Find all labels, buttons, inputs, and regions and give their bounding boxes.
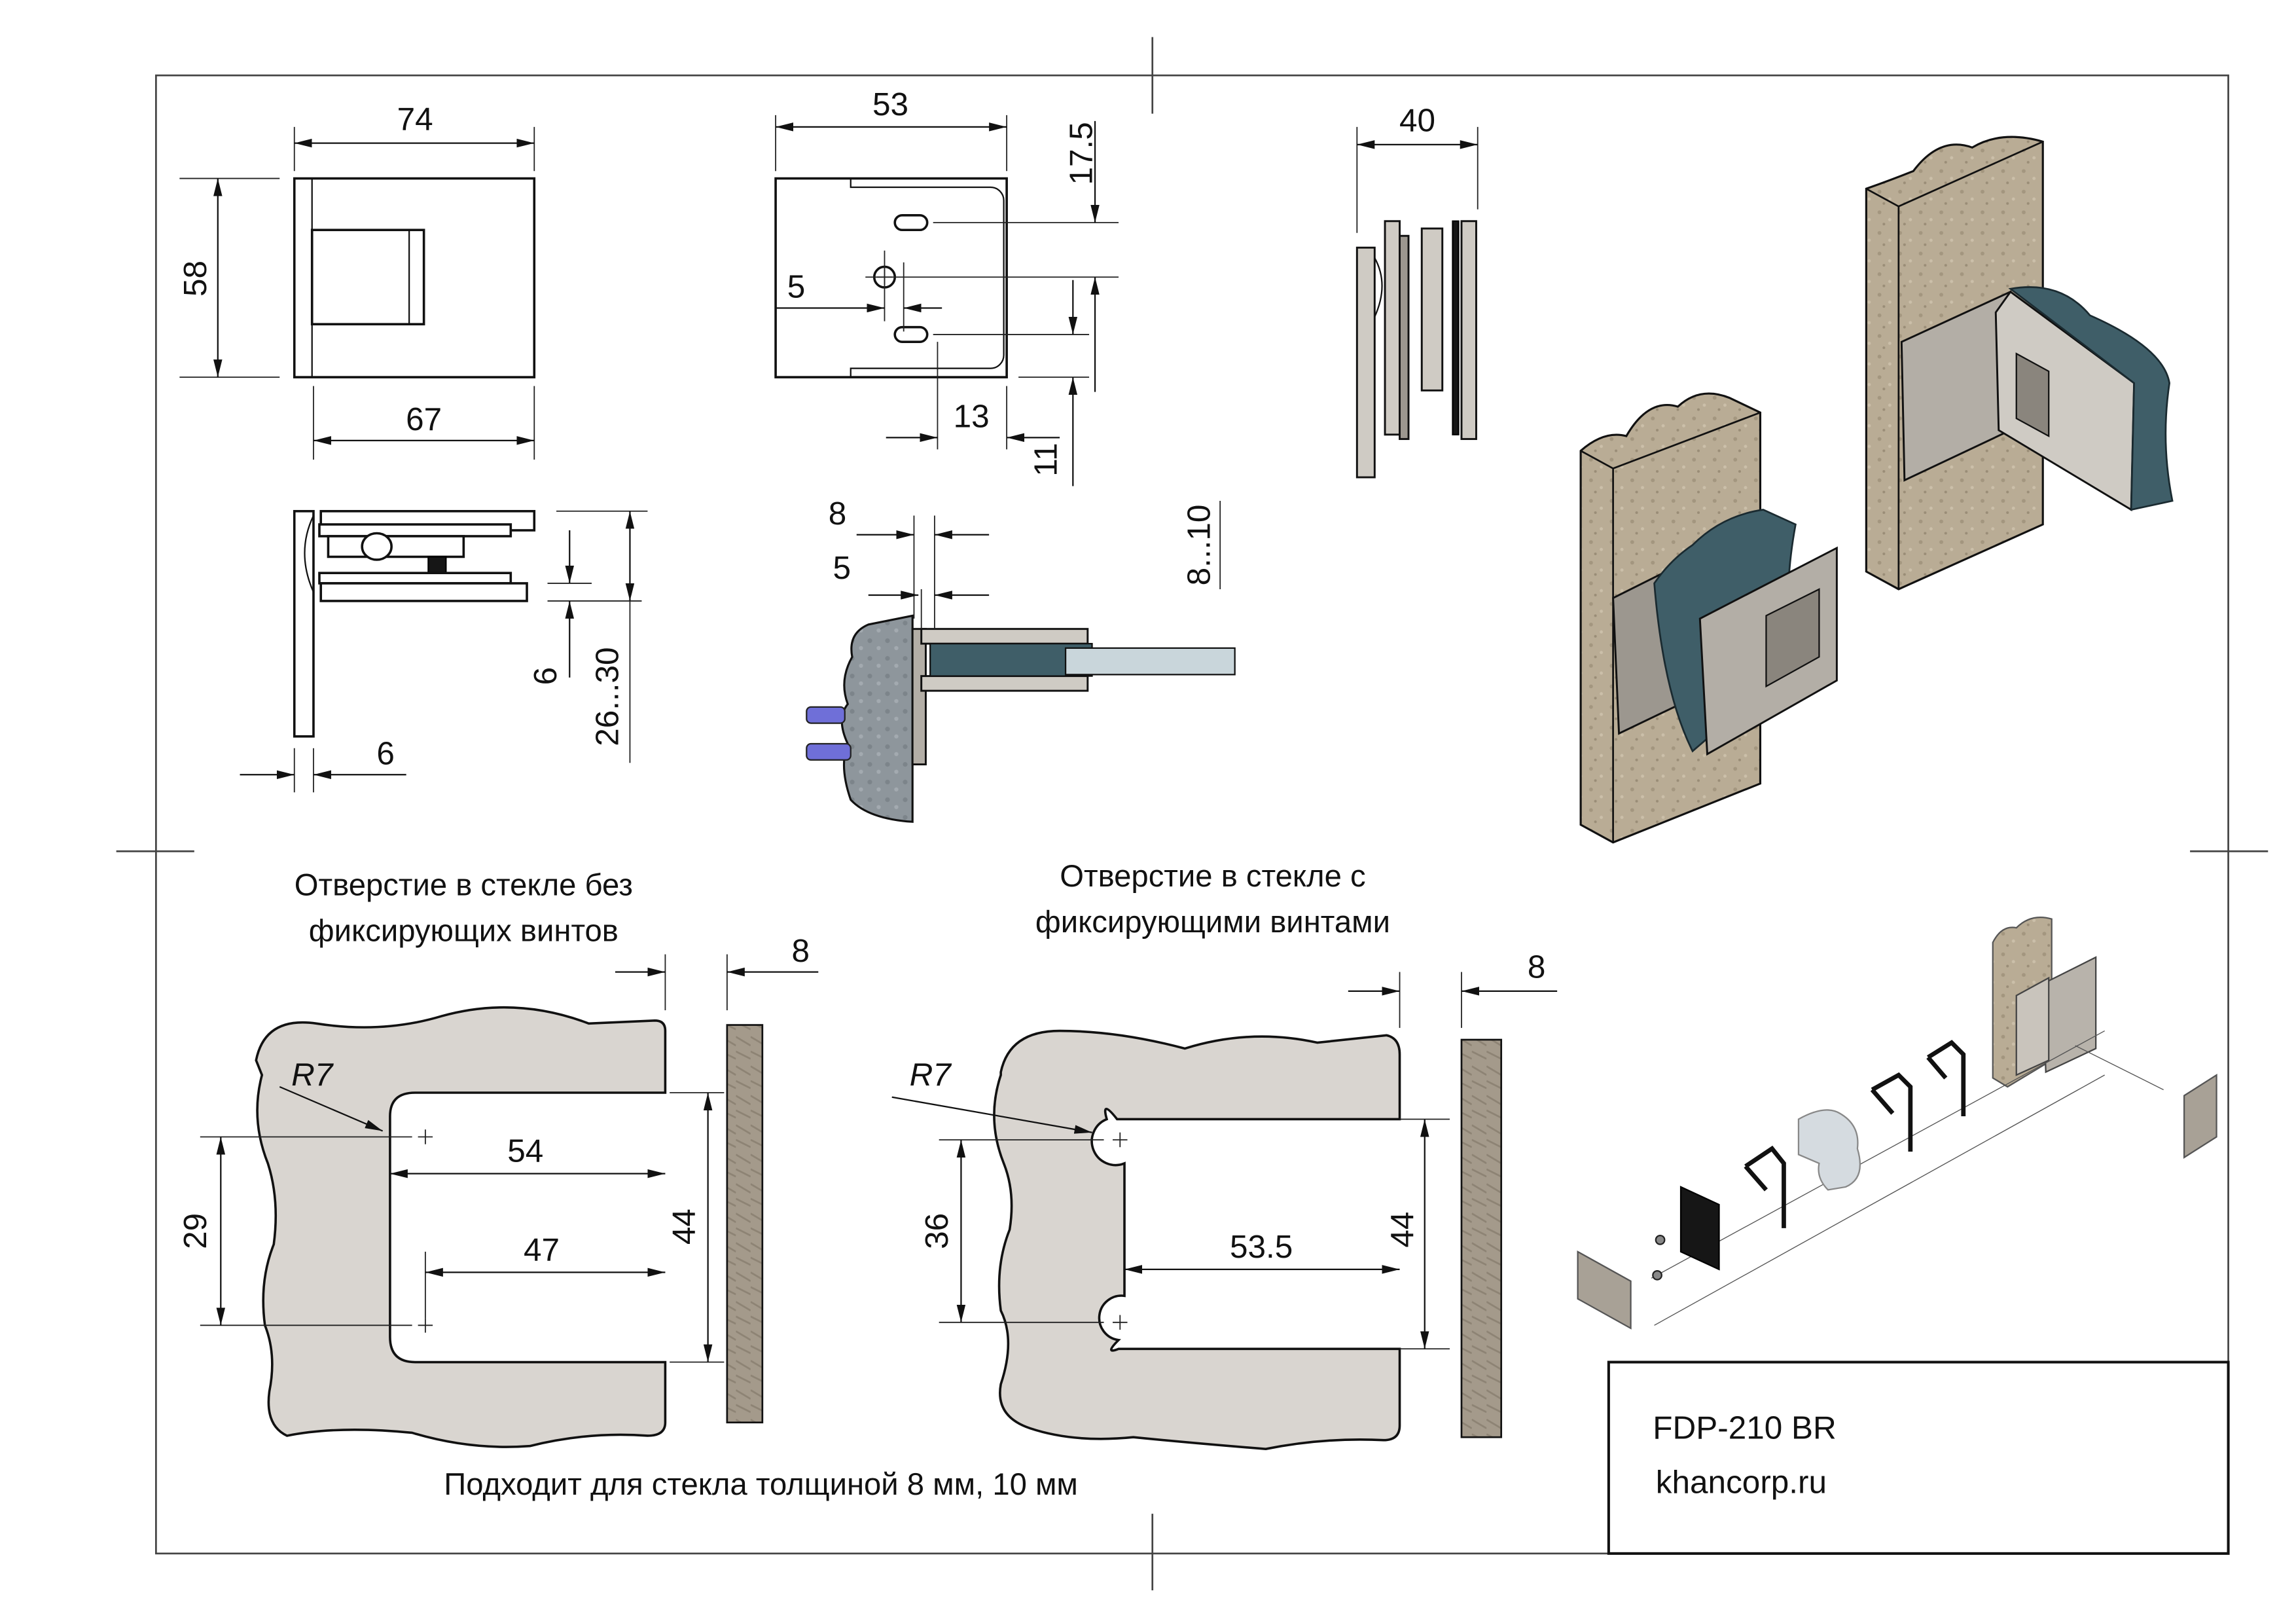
dim-cutout-b-hole-spacing: 36 [919,1213,955,1249]
dim-cutout-a-glass: 8 [792,933,810,969]
render-hinge-closed [1579,392,1838,844]
caption-cutout-a-line1: Отверстие в стекле без [295,868,633,903]
caption-cutout-b-line1: Отверстие в стекле с [1060,859,1365,894]
dim-side-gap: 6 [528,667,564,685]
dim-cutout-a-hole-spacing: 29 [177,1213,213,1249]
dim-section-glass: 8...10 [1181,505,1217,586]
back-view: 53 17.5 5 13 11 [774,86,1119,486]
dim-back-center-offset: 5 [787,269,806,305]
wall-section [840,614,914,823]
dim-section-outer: 8 [829,496,847,532]
dim-cutout-a-depth-outer: 54 [507,1133,543,1169]
side-view: 6 26...30 6 [240,509,648,793]
dim-front-width-bottom: 67 [406,401,442,437]
cutout-a-drawing: R7 29 54 47 44 8 [177,933,819,1448]
dim-cutout-a-depth-inner: 47 [524,1231,560,1267]
cutout-b-drawing: R7 36 53.5 44 8 [891,949,1558,1451]
dim-section-inner: 5 [833,550,852,586]
top-view: 40 [1355,103,1479,479]
front-view: 74 58 67 [177,101,536,460]
dim-cutout-b-glass: 8 [1528,949,1546,985]
dim-back-slot-offset: 17.5 [1064,122,1100,185]
website: khancorp.ru [1656,1465,1827,1501]
dim-cutout-b-opening: 44 [1384,1212,1420,1248]
dim-front-height: 58 [177,261,213,297]
dim-front-width-top: 74 [397,101,433,137]
dim-cutout-a-radius: R7 [291,1057,334,1093]
caption-cutout-a-line2: фиксирующих винтов [309,913,619,948]
caption-cutout-b-line2: фиксирующими винтами [1035,905,1390,939]
dim-back-bottom-offset: 11 [1028,443,1064,476]
render-hinge-open [1865,136,2174,591]
footer-note: Подходит для стекла толщиной 8 мм, 10 мм [444,1467,1078,1502]
section-view: 8 5 8...10 [806,496,1236,823]
exploded-view [1577,917,2217,1330]
sheet-frame [116,37,2269,1591]
glass-edge-a [726,1024,764,1424]
dim-back-edge-offset: 13 [954,399,990,435]
dim-cutout-a-opening: 44 [666,1209,702,1245]
model-number: FDP-210 BR [1653,1410,1836,1446]
dim-back-width: 53 [872,86,908,122]
dim-top-depth: 40 [1399,103,1435,139]
dim-side-height-range: 26...30 [589,647,625,746]
title-block: FDP-210 BR khancorp.ru [1607,1360,2230,1555]
wall-anchors [806,706,852,761]
dim-cutout-b-depth: 53.5 [1230,1229,1293,1265]
dim-side-plate: 6 [376,736,395,772]
dim-cutout-b-radius: R7 [910,1057,953,1093]
glass-edge-b [1460,1038,1503,1438]
